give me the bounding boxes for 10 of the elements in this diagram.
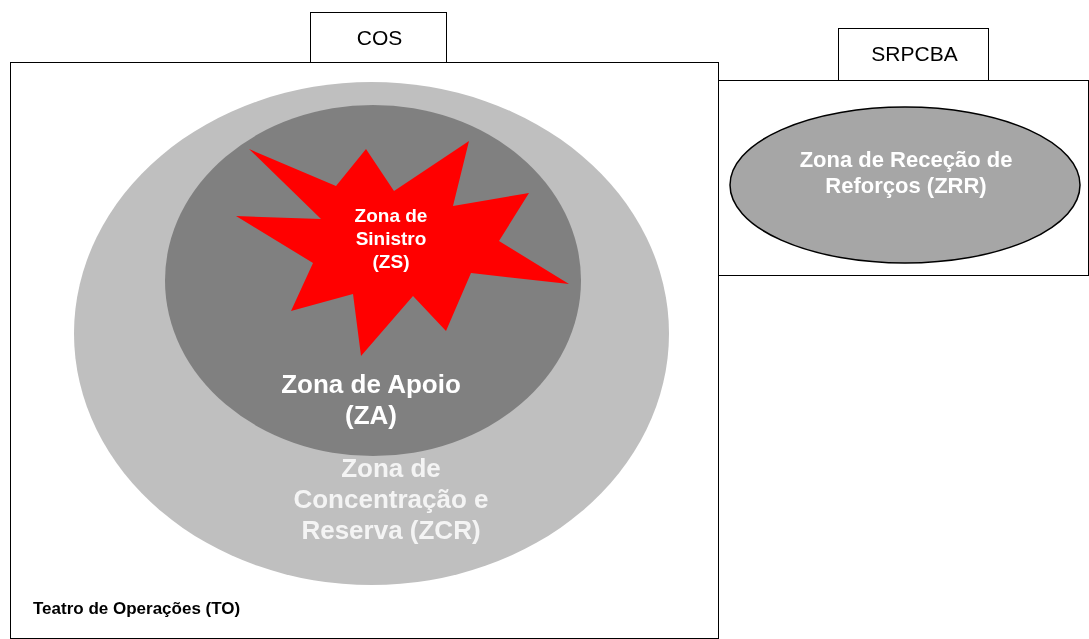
zone-label: Zona de Receção de Reforços (ZRR) xyxy=(799,147,1013,199)
zone-label: Zona de Apoio (ZA) xyxy=(281,369,461,431)
theatre-area-box xyxy=(10,62,719,639)
zone-label: Zona de Sinistro (ZS) xyxy=(354,205,428,272)
region-box xyxy=(718,80,1089,276)
box-label: SRPCBA xyxy=(871,42,958,65)
box-label: COS xyxy=(356,26,403,49)
area-label: Teatro de Operações (TO) xyxy=(33,599,241,618)
label-box xyxy=(838,28,989,81)
label-box xyxy=(310,12,447,63)
